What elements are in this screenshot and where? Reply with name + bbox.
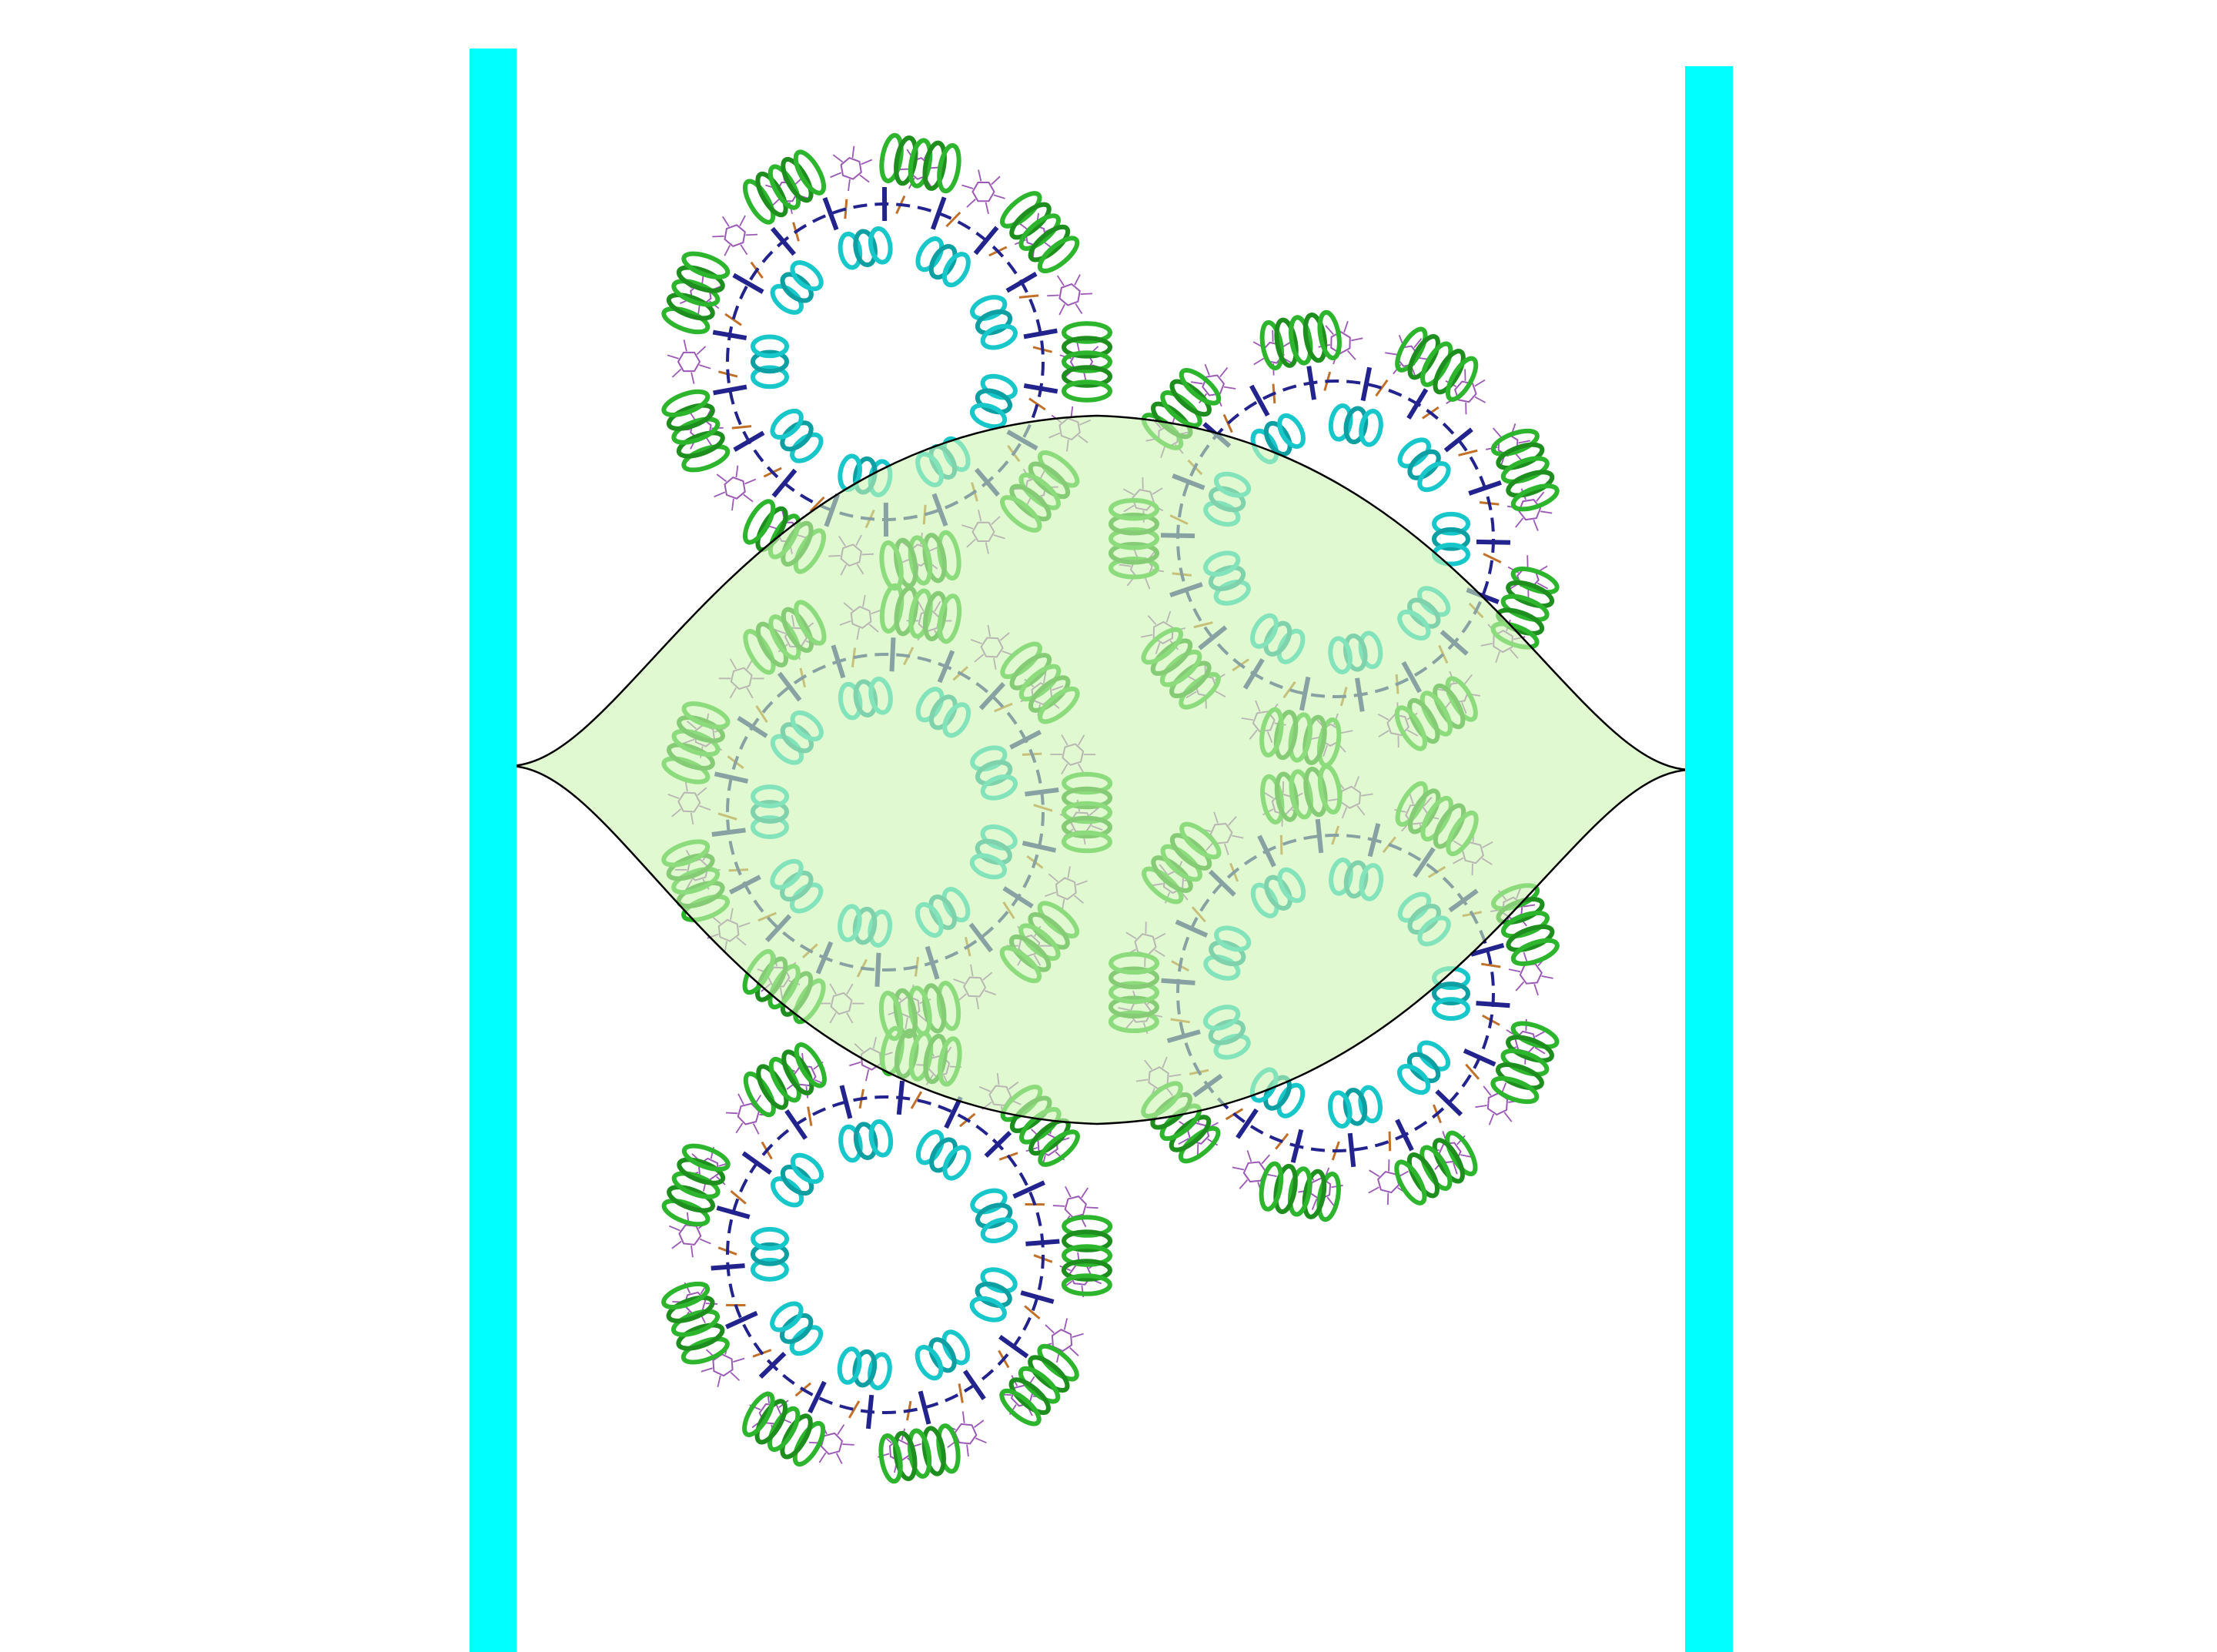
inner-helix-icon xyxy=(915,1129,971,1181)
bacteriochlorophyll-icon xyxy=(961,169,1005,215)
carotenoid-stick xyxy=(1028,397,1046,411)
outer-helix-icon xyxy=(661,1143,731,1227)
bacteriochlorophyll-icon xyxy=(830,145,873,192)
inner-helix-icon xyxy=(770,1301,824,1356)
outer-helix-icon xyxy=(1259,1161,1341,1222)
pigment-stick xyxy=(732,273,764,294)
pigment-stick xyxy=(808,1380,827,1414)
right-membrane-wall xyxy=(1685,66,1733,1652)
pigment-stick xyxy=(1236,1108,1259,1139)
pigment-ring xyxy=(726,1095,1045,1414)
pigment-stick xyxy=(1023,328,1058,339)
outer-helix-icon xyxy=(661,1281,730,1365)
carotenoid-stick xyxy=(1481,962,1501,968)
inner-helix-icon xyxy=(915,1329,971,1381)
inner-helix-icon xyxy=(970,1188,1018,1244)
carotenoid-stick xyxy=(848,1400,861,1419)
inner-helix-icon xyxy=(837,1346,892,1390)
carotenoid-stick xyxy=(1465,1063,1480,1080)
carotenoid-stick xyxy=(1018,294,1039,299)
inner-helix-icon xyxy=(750,1226,790,1282)
inner-helix-icon xyxy=(969,373,1018,430)
bacteriochlorophyll-icon xyxy=(1047,274,1093,316)
bacteriochlorophyll-icon xyxy=(712,215,758,256)
outer-helix-icon xyxy=(742,1391,826,1467)
carotenoid-stick xyxy=(724,313,742,326)
carotenoid-stick xyxy=(910,1091,923,1109)
pigment-stick xyxy=(716,1206,751,1219)
inner-helix-icon xyxy=(770,260,824,315)
carotenoid-stick xyxy=(1388,1131,1392,1152)
pigment-stick xyxy=(1012,1180,1045,1199)
outer-helix-icon xyxy=(879,132,961,194)
outer-helix-icon xyxy=(1259,309,1342,371)
bacteriochlorophyll-icon xyxy=(944,1411,987,1456)
bacteriochlorophyll-icon xyxy=(714,465,757,511)
pigment-stick xyxy=(725,1310,758,1329)
carotenoid-stick xyxy=(958,1383,964,1403)
inner-helix-icon xyxy=(969,1267,1018,1323)
inner-helix-icon xyxy=(1397,437,1451,493)
pigment-stick xyxy=(1470,942,1505,957)
outer-helix-icon xyxy=(661,251,731,335)
carotenoid-stick xyxy=(1375,379,1389,397)
outer-helix-icon xyxy=(743,1042,827,1118)
outer-helix-icon xyxy=(1490,428,1560,512)
carotenoid-stick xyxy=(1458,449,1478,456)
carotenoid-stick xyxy=(731,425,752,430)
outer-helix-icon xyxy=(1062,321,1112,403)
inner-helix-icon xyxy=(970,295,1018,350)
carotenoid-stick xyxy=(809,496,825,513)
outer-helix-icon xyxy=(999,1343,1079,1426)
left-membrane-wall xyxy=(470,48,517,1652)
inner-helix-icon xyxy=(750,334,790,390)
inner-helix-icon xyxy=(770,408,824,463)
bacteriochlorophyll-icon xyxy=(1052,1185,1098,1228)
carotenoid-stick xyxy=(730,1189,747,1205)
outer-helix-icon xyxy=(1061,1215,1113,1296)
inner-helix-icon xyxy=(838,226,893,270)
carotenoid-stick xyxy=(1483,553,1502,563)
pigment-stick xyxy=(918,1390,931,1425)
pigment-stick xyxy=(1249,384,1270,417)
pigment-stick xyxy=(944,1095,963,1129)
inner-helix-icon xyxy=(915,236,971,288)
bacteriochlorophyll-icon xyxy=(667,339,711,384)
outer-helix-icon xyxy=(742,149,827,225)
inner-helix-icon xyxy=(1328,403,1383,447)
pigment-stick xyxy=(713,384,747,396)
inner-helix-icon xyxy=(1397,1040,1451,1095)
carotenoid-stick xyxy=(945,211,961,228)
pigment-stick xyxy=(822,197,839,231)
carotenoid-stick xyxy=(1222,413,1233,433)
pigment-stick xyxy=(1360,366,1373,402)
outer-helix-icon xyxy=(1000,191,1080,273)
outer-helix-icon xyxy=(1395,326,1479,402)
carotenoid-stick xyxy=(807,1106,813,1126)
pigment-stick xyxy=(839,1085,853,1119)
inner-helix-icon xyxy=(1328,1085,1383,1129)
outer-helix-icon xyxy=(1394,1130,1478,1206)
inner-helix-icon xyxy=(838,1119,894,1163)
bacteriochlorophyll-icon xyxy=(1506,488,1553,531)
pigment-stick xyxy=(1020,1290,1055,1304)
carotenoid-stick xyxy=(1024,1305,1041,1320)
outer-helix-icon xyxy=(661,389,731,473)
outer-helix-icon xyxy=(1490,1021,1560,1105)
outer-helix-icon xyxy=(878,1423,961,1484)
pigment-stick xyxy=(1347,1132,1356,1168)
